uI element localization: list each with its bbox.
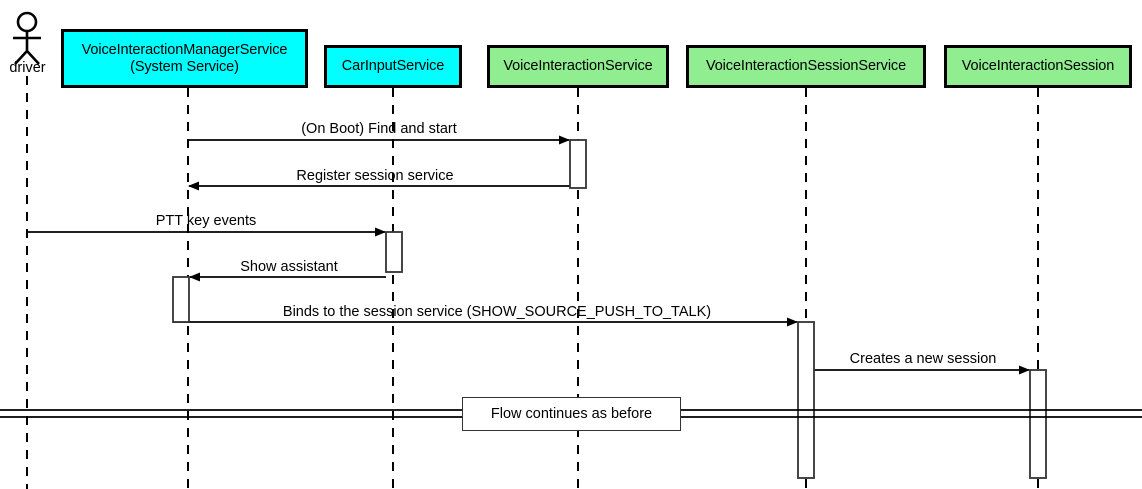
note-flow-continues-as-before: Flow continues as before bbox=[462, 397, 681, 431]
note-label: Flow continues as before bbox=[490, 406, 653, 422]
participant-voiceinteractionsession[interactable]: VoiceInteractionSession bbox=[944, 45, 1132, 88]
message-label-ptt-key-events: PTT key events bbox=[155, 213, 257, 229]
participant-label: VoiceInteractionManagerService (System S… bbox=[81, 41, 288, 75]
participant-voiceinteractionservice[interactable]: VoiceInteractionService bbox=[487, 45, 669, 88]
activation-bars-group bbox=[172, 139, 1047, 479]
actor-driver-label: driver bbox=[9, 60, 46, 76]
participant-label: VoiceInteractionSession bbox=[961, 58, 1115, 74]
message-label-creates-a-new-session: Creates a new session bbox=[849, 351, 997, 367]
participant-voiceinteractionmanagerservice[interactable]: VoiceInteractionManagerService (System S… bbox=[61, 29, 308, 88]
lifelines-group bbox=[26, 76, 1039, 489]
message-label-find-and-start: (On Boot) Find and start bbox=[301, 121, 457, 137]
message-label-show-assistant: Show assistant bbox=[240, 259, 338, 275]
participant-carinputservice[interactable]: CarInputService bbox=[324, 45, 462, 88]
message-label-binds-to-session-service: Binds to the session service (SHOW_SOURC… bbox=[282, 304, 712, 320]
participant-label: VoiceInteractionSessionService bbox=[705, 58, 907, 74]
participant-voiceinteractionsessionservice[interactable]: VoiceInteractionSessionService bbox=[686, 45, 926, 88]
activation-bar-voiceinteractionservice bbox=[569, 139, 587, 189]
participant-label: CarInputService bbox=[341, 58, 445, 74]
participant-label: VoiceInteractionService bbox=[503, 58, 653, 74]
message-label-register-session-service: Register session service bbox=[296, 168, 454, 184]
activation-bar-voiceinteractionmanagerservice bbox=[172, 276, 190, 323]
actor-driver-icon bbox=[13, 11, 41, 65]
activation-bar-voiceinteractionsessionservice bbox=[797, 321, 815, 479]
activation-bar-voiceinteractionsession bbox=[1029, 369, 1047, 479]
activation-bar-carinputservice bbox=[385, 231, 403, 273]
messages-group bbox=[27, 135, 1030, 375]
